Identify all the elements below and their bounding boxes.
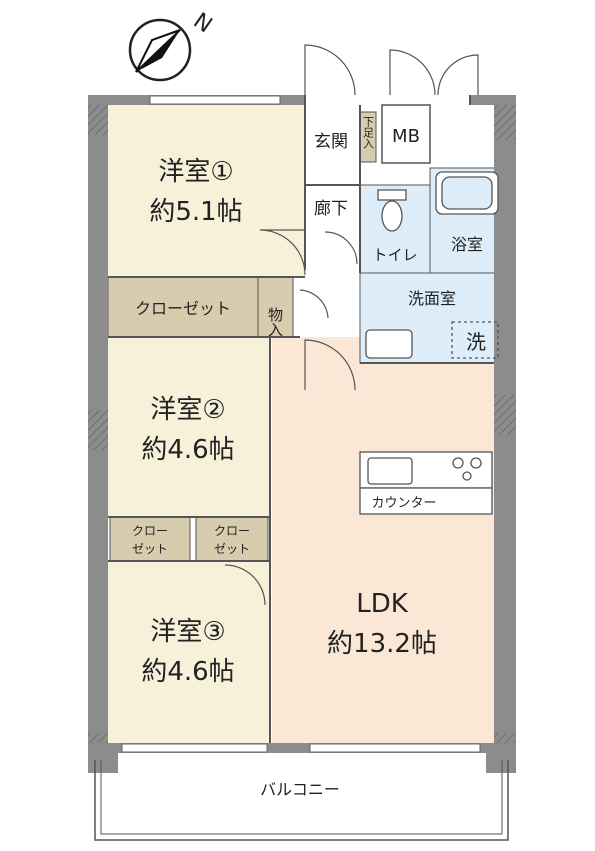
counter-label: カウンター xyxy=(371,496,436,511)
compass-north-label: N xyxy=(189,8,217,38)
closet-3-label-line1: クロー xyxy=(214,524,250,538)
wall-bottom-pillar-right xyxy=(486,743,516,773)
genkan-label: 玄関 xyxy=(314,132,348,152)
room-western-2-size: 約4.6帖 xyxy=(141,435,234,465)
stove-burner-icon-1 xyxy=(452,457,464,469)
toilet-icon xyxy=(381,200,403,232)
room-western-2 xyxy=(108,337,270,517)
balcony-label: バルコニー xyxy=(260,780,340,799)
washbasin-icon xyxy=(365,329,413,359)
fixtures xyxy=(359,171,499,515)
toilet-label: トイレ xyxy=(372,246,417,264)
closet-2 xyxy=(109,516,191,562)
washer-space xyxy=(451,321,499,359)
wall-bottom-pillar-left xyxy=(88,743,118,773)
washer-label: 洗 xyxy=(466,330,486,354)
counter-top xyxy=(359,487,493,515)
compass-ring xyxy=(128,18,192,82)
wall-top-right xyxy=(470,95,516,105)
kitchen-sink-icon xyxy=(367,457,413,485)
door-mb-arc-left xyxy=(389,49,436,96)
door-storage-arc xyxy=(299,289,329,319)
closet-2-label-line2: ゼット xyxy=(132,542,168,556)
mb-label: MB xyxy=(392,126,420,147)
closet-3-label-line2: ゼット xyxy=(214,542,250,556)
wall-left-mid-hatch xyxy=(88,410,108,450)
room-western-3-name: 洋室③ xyxy=(150,617,225,647)
balcony-outline xyxy=(94,760,509,841)
door-mb-arc-right xyxy=(437,54,479,96)
balcony-inner-outline xyxy=(100,760,503,835)
compass-needle-outline xyxy=(135,29,181,73)
doors xyxy=(224,44,479,606)
storage-label: 物入 xyxy=(266,307,284,337)
bath-label: 浴室 xyxy=(451,235,483,254)
stove-burner-icon-3 xyxy=(462,471,472,481)
door-room1-arc xyxy=(259,229,306,276)
windows xyxy=(121,95,481,753)
room-western-2-name: 洋室② xyxy=(150,395,225,425)
stove-burner-icon-2 xyxy=(470,457,482,469)
wall-bottom xyxy=(88,743,516,753)
toilet-tank xyxy=(377,189,407,201)
door-room3-arc xyxy=(224,564,266,606)
room-western-1-size: 約5.1帖 xyxy=(149,197,242,227)
door-entrance-arc xyxy=(304,44,356,96)
closet-3 xyxy=(195,516,269,562)
wall-right-mid-hatch xyxy=(494,395,516,435)
room-western-1 xyxy=(108,105,305,277)
door-corridor-arc xyxy=(324,231,358,265)
compass: N xyxy=(128,8,217,82)
room-western-3-size: 約4.6帖 xyxy=(141,657,234,687)
mb-box xyxy=(381,104,431,164)
closet-2-label-line1: クロー xyxy=(132,524,168,538)
shoe-box-label: 下足入 xyxy=(362,116,375,149)
door-ldk-arc xyxy=(304,339,356,391)
washroom-label: 洗面室 xyxy=(408,289,456,308)
window-bottom-ldk xyxy=(309,743,481,753)
window-top-room1 xyxy=(149,95,281,105)
corridor xyxy=(305,185,360,337)
room-labels: 洋室① 約5.1帖 クローゼット 物入 洋室② 約4.6帖 クロー ゼット クロ… xyxy=(132,116,486,799)
room-ldk-name: LDK xyxy=(356,589,409,619)
wall-right-top-hatch xyxy=(494,95,516,140)
room-ldk-size: 約13.2帖 xyxy=(327,629,437,659)
window-bottom-room3 xyxy=(121,743,268,753)
corridor-label: 廊下 xyxy=(314,199,348,219)
closet-1-label: クローゼット xyxy=(135,299,231,318)
room-ldk xyxy=(272,337,494,743)
room-western-1-name: 洋室① xyxy=(158,157,233,187)
room-western-3 xyxy=(108,561,270,743)
bathtub-inner xyxy=(441,176,493,210)
genkan-area xyxy=(305,105,360,185)
storage-room xyxy=(257,276,294,338)
interior-walls xyxy=(108,95,494,743)
